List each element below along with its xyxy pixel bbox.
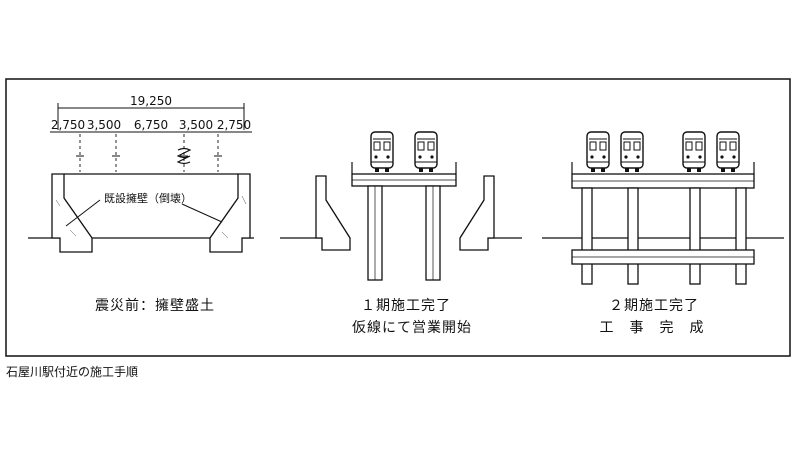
stage-2-label-line-2: 仮線にて営業開始 xyxy=(352,320,472,336)
stage-3-label-line-1: ２期施工完了 xyxy=(609,298,699,314)
stage-1-label: 震災前：擁壁盛土 xyxy=(95,297,215,314)
collapsed-wall-annotation: 既設擁壁（倒壊） xyxy=(104,191,192,205)
stage-3-label-line-2: 工 事 完 成 xyxy=(600,320,705,336)
dimension-segment-5: 2,750 xyxy=(217,118,251,132)
dimension-segment-2: 3,500 xyxy=(87,118,121,132)
figure-frame xyxy=(5,78,791,357)
dimension-segment-3: 6,750 xyxy=(134,118,168,132)
stage-2-label-line-1: １期施工完了 xyxy=(361,298,451,314)
dimension-total: 19,250 xyxy=(130,94,172,108)
figure-caption: 石屋川駅付近の施工手順 xyxy=(6,365,138,379)
dimension-segment-1: 2,750 xyxy=(51,118,85,132)
stage-3-diagram xyxy=(542,131,784,285)
stage-2-diagram xyxy=(280,131,522,281)
dimension-segment-4: 3,500 xyxy=(179,118,213,132)
stage-1-diagram: 19,250 2,750 3,500 6,750 3,500 2,750 xyxy=(28,94,254,253)
